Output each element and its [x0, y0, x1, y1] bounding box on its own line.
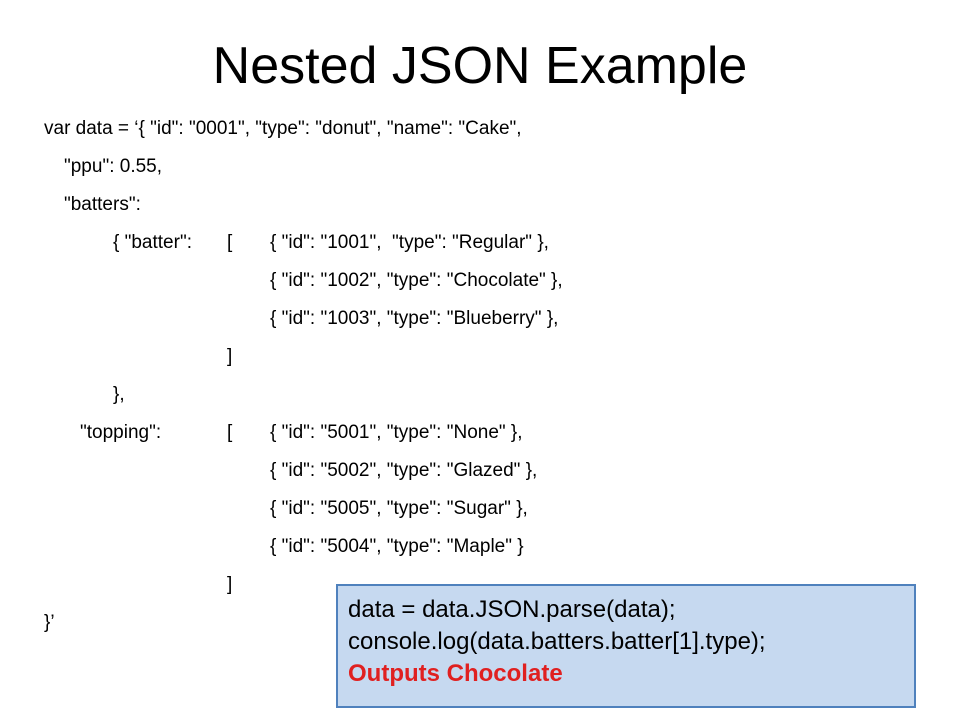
code-line: ] — [227, 346, 233, 367]
callout-parse-line: data = data.JSON.parse(data); — [348, 596, 676, 623]
code-line: { "id": "5005", "type": "Sugar" }, — [270, 498, 528, 519]
code-line: { "batter": — [113, 232, 192, 253]
code-line: }, — [113, 384, 125, 405]
code-line: var data = ‘{ "id": "0001", "type": "don… — [44, 118, 522, 139]
code-line: { "id": "1003", "type": "Blueberry" }, — [270, 308, 559, 329]
code-line: "ppu": 0.55, — [64, 156, 163, 177]
code-line: { "id": "5001", "type": "None" }, — [270, 422, 523, 443]
code-line: { "id": "5004", "type": "Maple" } — [270, 536, 524, 557]
code-line: [ — [227, 422, 233, 443]
code-line: [ — [227, 232, 233, 253]
code-line: }’ — [44, 612, 55, 633]
code-line: ] — [227, 574, 233, 595]
slide-title: Nested JSON Example — [212, 37, 748, 95]
callout-output-line: Outputs Chocolate — [348, 660, 563, 687]
code-line: { "id": "5002", "type": "Glazed" }, — [270, 460, 538, 481]
callout-box: data = data.JSON.parse(data); console.lo… — [336, 584, 916, 708]
code-line: { "id": "1001", "type": "Regular" }, — [270, 232, 549, 253]
callout-log-line: console.log(data.batters.batter[1].type)… — [348, 628, 766, 655]
code-line: { "id": "1002", "type": "Chocolate" }, — [270, 270, 563, 291]
code-line: "topping": — [80, 422, 162, 443]
code-line: "batters": — [64, 194, 141, 215]
